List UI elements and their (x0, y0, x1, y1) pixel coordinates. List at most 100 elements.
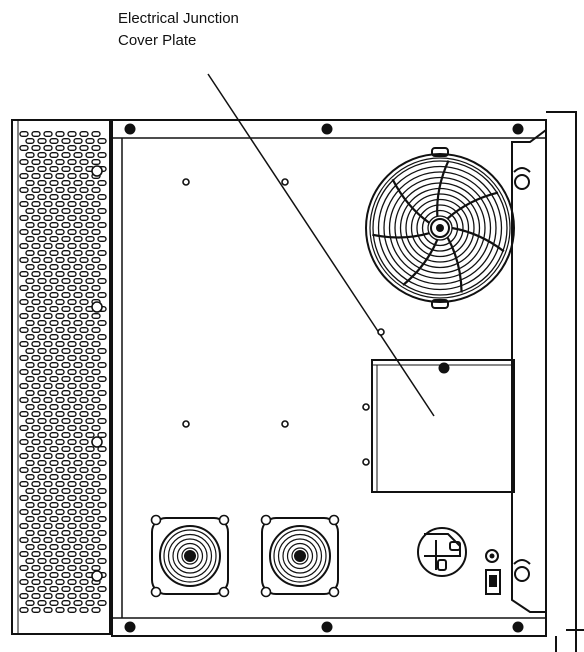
vent-slot (31, 565, 41, 572)
vent-slot (67, 523, 77, 530)
vent-slot (73, 207, 83, 214)
vent-slot (85, 193, 95, 200)
vent-slot (19, 242, 29, 249)
vent-slot (55, 257, 65, 264)
fan-grille-ring (405, 193, 475, 263)
vent-slot (19, 607, 29, 614)
vent-slot (31, 200, 41, 207)
vent-slot (61, 235, 71, 242)
vent-slot (61, 460, 71, 467)
vent-slot (79, 299, 89, 306)
keyhole-mount-top (513, 167, 531, 190)
vent-slot (97, 376, 107, 383)
vent-slot (19, 257, 29, 264)
vent-slot (31, 214, 41, 221)
vent-slot (73, 460, 83, 467)
vent-slot (61, 502, 71, 509)
vent-slot (97, 235, 107, 242)
vent-slot (97, 348, 107, 355)
vent-slot (73, 320, 83, 327)
callout-label-line-2: Cover Plate (118, 32, 197, 49)
vent-slot (37, 165, 47, 172)
vent-slot (55, 411, 65, 418)
vent-slot (37, 278, 47, 285)
vent-slot (61, 179, 71, 186)
screw-head (321, 621, 333, 633)
vent-slot (79, 341, 89, 348)
vent-slot (19, 228, 29, 235)
vent-slot (25, 278, 35, 285)
vent-slot (85, 516, 95, 523)
fan-grille-ring (291, 547, 309, 565)
vent-slot (61, 137, 71, 144)
vent-slot (61, 488, 71, 495)
vent-slot (73, 151, 83, 158)
vent-slot (79, 425, 89, 432)
vent-slot (43, 257, 53, 264)
vent-slot (67, 495, 77, 502)
vent-slot (73, 502, 83, 509)
vent-slot (37, 334, 47, 341)
vent-slot (49, 418, 59, 425)
vent-slot (61, 404, 71, 411)
vent-slot (85, 488, 95, 495)
vent-slot (31, 257, 41, 264)
vent-slot (91, 495, 101, 502)
vent-slot (31, 271, 41, 278)
vent-slot (37, 151, 47, 158)
vent-slot (73, 179, 83, 186)
vent-slot (43, 355, 53, 362)
vent-slot (25, 418, 35, 425)
fuse-holder (485, 549, 499, 563)
vent-slot (25, 334, 35, 341)
vent-slot (49, 137, 59, 144)
vent-slot (37, 446, 47, 453)
mounting-hole (281, 178, 289, 186)
vent-slot (97, 432, 107, 439)
vent-slot (67, 200, 77, 207)
vent-slot (55, 453, 65, 460)
fan-grille-ring (273, 529, 327, 583)
vent-slot (85, 418, 95, 425)
vent-slot (73, 165, 83, 172)
vent-slot (43, 551, 53, 558)
vent-slot (85, 348, 95, 355)
vent-slot (31, 242, 41, 249)
fan-grille-ring (282, 538, 318, 574)
vent-slot (31, 607, 41, 614)
vent-slot (79, 257, 89, 264)
vent-slot (55, 551, 65, 558)
vent-slot (97, 221, 107, 228)
vent-slot (37, 193, 47, 200)
vent-slot (91, 453, 101, 460)
callout-label-line-1: Electrical Junction (118, 10, 239, 27)
vent-slot (19, 425, 29, 432)
vent-slot (79, 186, 89, 193)
vent-slot (85, 376, 95, 383)
mounting-hole (218, 586, 230, 598)
vent-slot (61, 474, 71, 481)
vent-slot (61, 193, 71, 200)
vent-slot (25, 376, 35, 383)
vent-slot (19, 411, 29, 418)
vent-slot (91, 411, 101, 418)
vent-slot (49, 292, 59, 299)
fan-grille-spoke (402, 239, 439, 286)
mounting-hole (218, 514, 230, 526)
vent-slot (91, 200, 101, 207)
vent-slot (67, 397, 77, 404)
vent-slot (37, 404, 47, 411)
vent-slot (67, 144, 77, 151)
callout-leader-line (207, 73, 435, 417)
vent-slot (31, 383, 41, 390)
vent-slot (49, 586, 59, 593)
vent-slot (49, 235, 59, 242)
vent-slot (49, 432, 59, 439)
vent-slot (19, 453, 29, 460)
vent-slot (31, 228, 41, 235)
vent-slot (19, 481, 29, 488)
vent-slot (73, 249, 83, 256)
fan-grille-ring (377, 165, 503, 291)
vent-slot (49, 530, 59, 537)
vent-slot (31, 509, 41, 516)
